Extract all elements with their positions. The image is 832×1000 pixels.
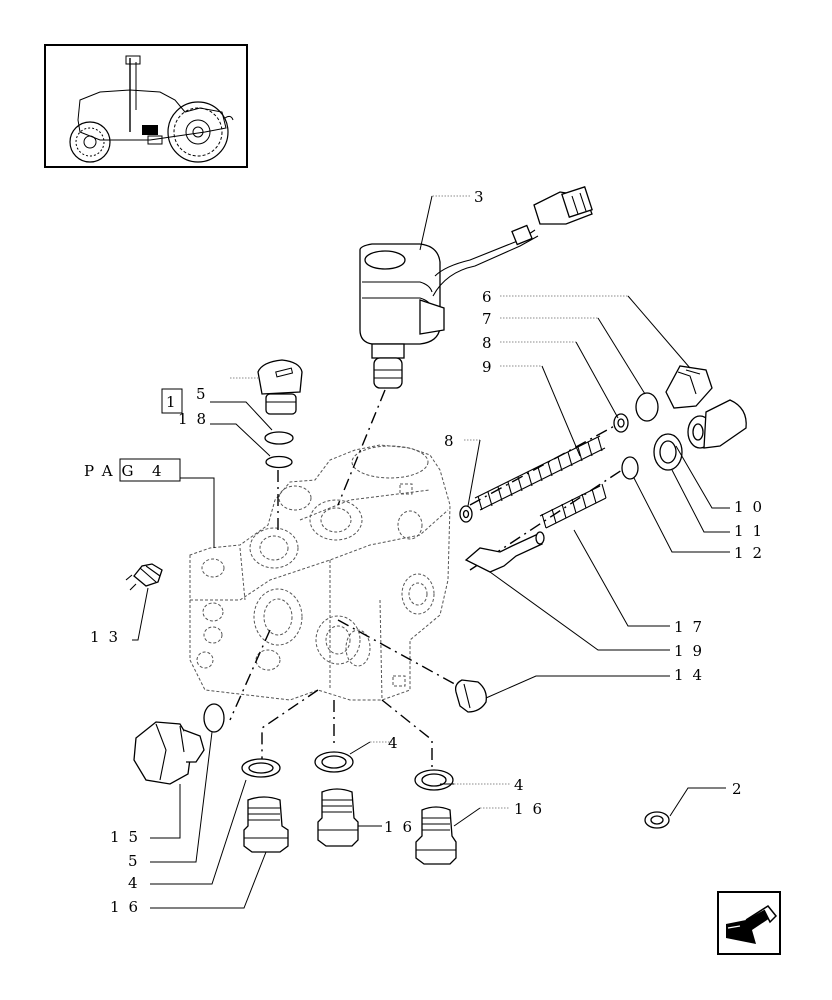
plug-5-part: [257, 359, 303, 415]
tractor-icon: [44, 44, 248, 168]
label-5: 5: [196, 385, 215, 403]
plug-16b-part: [317, 788, 359, 847]
label-6: 6: [482, 288, 501, 306]
plug-14-part: [454, 679, 487, 713]
label-9: 9: [482, 358, 501, 376]
ref-box-pag: [119, 458, 181, 482]
valve-body: [189, 444, 451, 701]
label-3: 3: [474, 188, 493, 206]
leader-lines: [132, 195, 730, 909]
label-15: 15: [110, 828, 147, 846]
washer-4c-part: [414, 769, 454, 791]
label-13: 13: [90, 628, 127, 646]
label-4b: 4: [514, 776, 533, 794]
label-14: 14: [674, 666, 711, 684]
label-18: 18: [178, 410, 215, 428]
part-labels: 3 6 7 8 9 8 1 5 18 PAG 4 10 11 12 13 17 …: [84, 188, 771, 916]
spring-9-part: [474, 435, 606, 511]
label-10: 10: [734, 498, 771, 516]
plug-10-part: [687, 399, 747, 449]
label-pag-num: 4: [152, 462, 171, 480]
oring-5-part: [264, 431, 294, 445]
label-8: 8: [482, 334, 501, 352]
label-16c: 16: [110, 898, 147, 916]
label-5b: 5: [128, 852, 147, 870]
label-11: 11: [734, 522, 771, 540]
plug-16a-part: [243, 796, 289, 853]
label-4a: 4: [388, 734, 407, 752]
plug-15-part: [133, 721, 205, 785]
solenoid-coil-part: [359, 186, 593, 389]
plug-16c-part: [415, 806, 457, 865]
ref-box-1: [161, 388, 183, 414]
label-4c: 4: [128, 874, 147, 892]
label-1: 1: [166, 393, 185, 411]
plug-6-part: [665, 365, 713, 409]
label-17: 17: [674, 618, 711, 636]
label-19: 19: [674, 642, 711, 660]
label-2: 2: [732, 780, 751, 798]
oring-7-part: [635, 392, 659, 422]
washer-4a-part: [241, 758, 281, 778]
washer-2-part: [644, 811, 670, 829]
oring-18-part: [265, 455, 293, 469]
label-16a: 16: [384, 818, 421, 836]
oring-12-part: [621, 456, 639, 480]
oring-5b-part: [203, 703, 225, 733]
washer-4b-part: [314, 751, 354, 773]
spool-19-part: [464, 531, 545, 573]
label-pag: PAG: [84, 462, 143, 480]
label-12: 12: [734, 544, 771, 562]
label-8b: 8: [444, 432, 463, 450]
label-7: 7: [482, 310, 501, 328]
switch-13-part: [125, 563, 163, 591]
spring-17-part: [539, 483, 607, 529]
next-page-arrow-icon[interactable]: [717, 891, 781, 955]
label-16b: 16: [514, 800, 551, 818]
